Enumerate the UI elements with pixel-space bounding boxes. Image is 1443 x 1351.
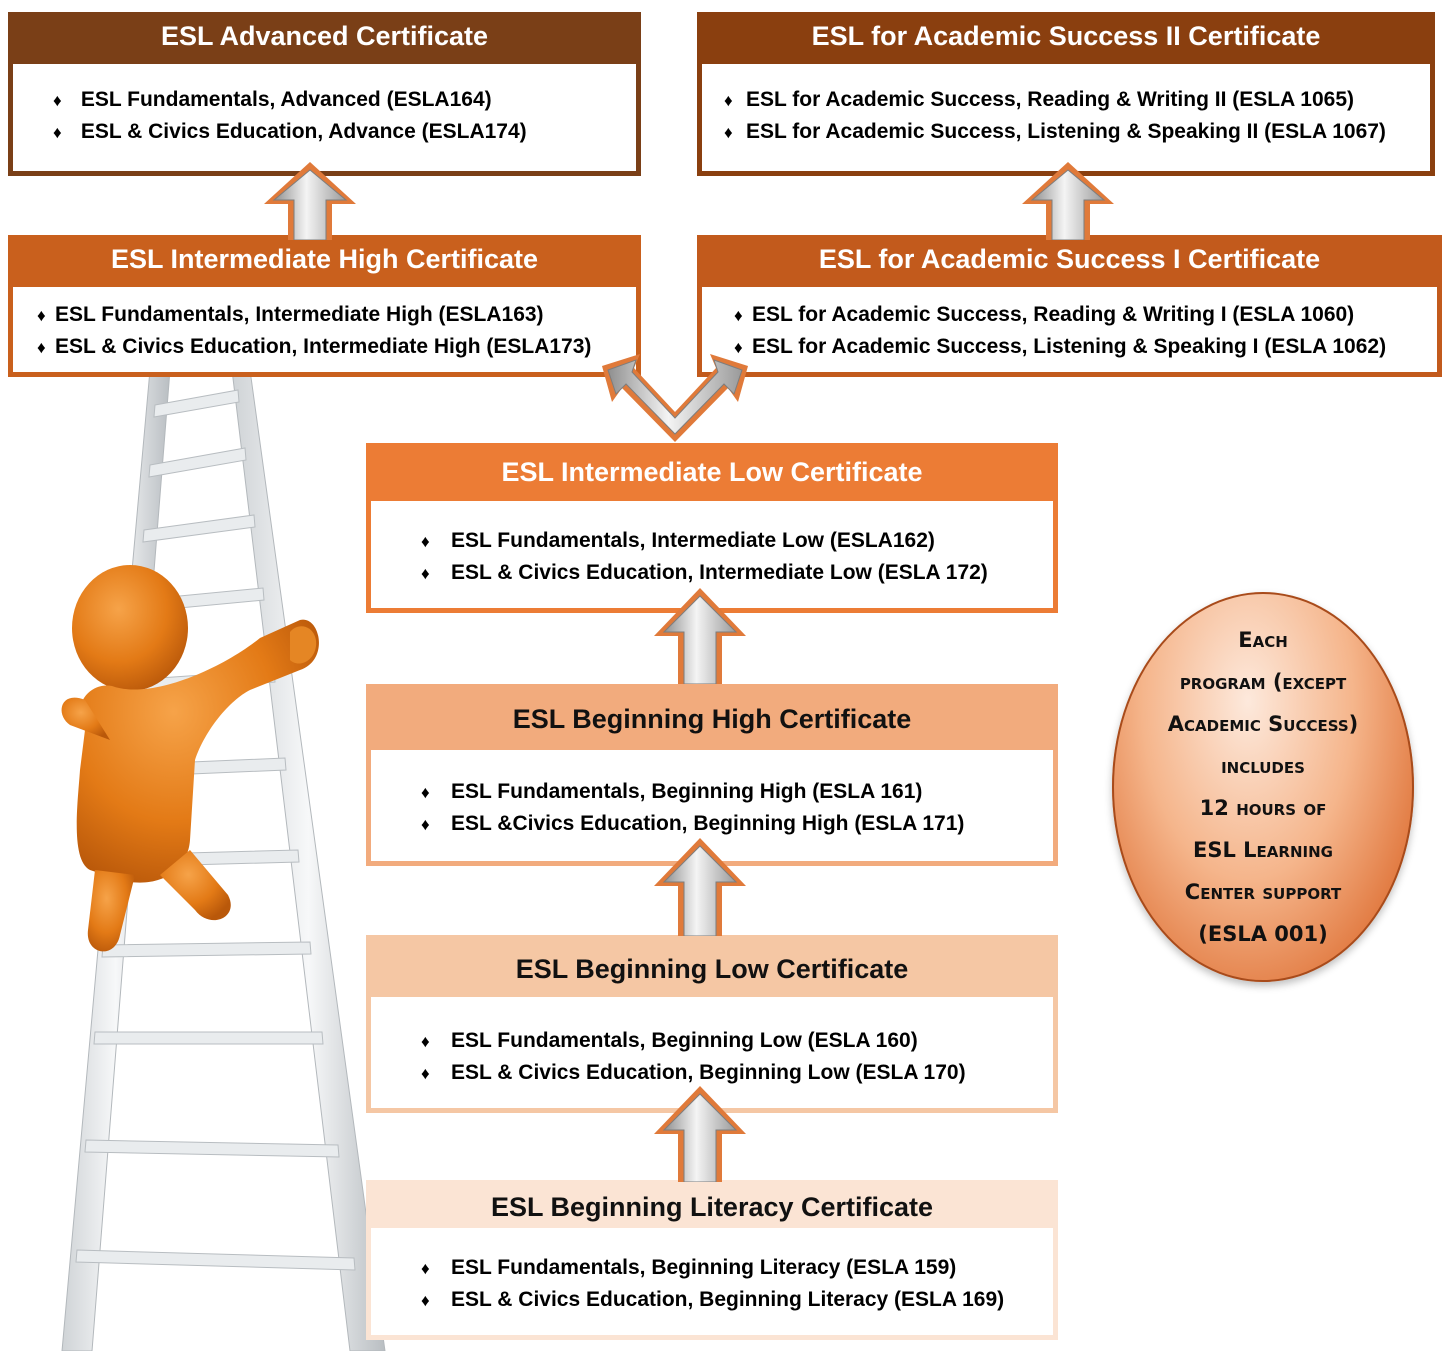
note-line: (ESLA 001) [1198, 922, 1328, 946]
diamond-bullet-icon: ♦ [53, 91, 62, 110]
course-list: ♦ESL for Academic Success, Reading & Wri… [702, 64, 1430, 148]
certificate-title: ESL Beginning High Certificate [371, 684, 1053, 750]
course-item: ♦ESL Fundamentals, Intermediate Low (ESL… [421, 525, 1053, 557]
beginning-high-certificate-box: ESL Beginning High Certificate ♦ESL Fund… [366, 684, 1058, 866]
certificate-title: ESL Beginning Low Certificate [371, 935, 1053, 997]
course-item: ♦ESL Fundamentals, Intermediate High (ES… [37, 299, 636, 331]
course-list: ♦ESL Fundamentals, Intermediate Low (ESL… [371, 501, 1053, 589]
course-item: ♦ESL for Academic Success, Listening & S… [724, 116, 1430, 148]
diamond-bullet-icon: ♦ [734, 338, 743, 357]
certificate-title: ESL for Academic Success II Certificate [702, 12, 1430, 64]
course-item: ♦ESL & Civics Education, Intermediate Hi… [37, 331, 636, 363]
course-list: ♦ESL Fundamentals, Beginning Low (ESLA 1… [371, 997, 1053, 1089]
up-arrow-icon [654, 838, 746, 936]
diamond-bullet-icon: ♦ [421, 1291, 430, 1310]
fork-arrow-icon [602, 354, 748, 442]
course-list: ♦ESL Fundamentals, Beginning High (ESLA … [371, 750, 1053, 840]
note-line: Academic Success) [1167, 712, 1359, 736]
course-item: ♦ESL Fundamentals, Beginning High (ESLA … [421, 776, 1053, 808]
note-line: ESL Learning [1193, 838, 1333, 862]
certificate-title: ESL Intermediate High Certificate [13, 235, 636, 287]
course-list: ♦ESL Fundamentals, Beginning Literacy (E… [371, 1228, 1053, 1316]
diamond-bullet-icon: ♦ [421, 1064, 430, 1083]
course-item: ♦ESL & Civics Education, Beginning Low (… [421, 1057, 1053, 1089]
up-arrow-icon [654, 588, 746, 684]
course-list: ♦ESL for Academic Success, Reading & Wri… [702, 287, 1437, 363]
diamond-bullet-icon: ♦ [421, 783, 430, 802]
course-item: ♦ESL &Civics Education, Beginning High (… [421, 808, 1053, 840]
course-item: ♦ESL for Academic Success, Reading & Wri… [734, 299, 1437, 331]
course-item: ♦ ESL Fundamentals, Advanced (ESLA164) [53, 84, 636, 116]
advanced-certificate-box: ESL Advanced Certificate ♦ ESL Fundament… [8, 12, 641, 176]
intermediate-high-certificate-box: ESL Intermediate High Certificate ♦ESL F… [8, 235, 641, 377]
course-item: ♦ESL for Academic Success, Listening & S… [734, 331, 1437, 363]
up-arrow-icon [1022, 162, 1114, 240]
beginning-literacy-certificate-box: ESL Beginning Literacy Certificate ♦ESL … [366, 1180, 1058, 1340]
ladder-climber-illustration [61, 370, 386, 1351]
up-arrow-icon [654, 1086, 746, 1182]
learning-center-note: Each program (except Academic Success) i… [1112, 592, 1414, 982]
note-line: Center support [1184, 880, 1342, 904]
academic-success-1-certificate-box: ESL for Academic Success I Certificate ♦… [697, 235, 1442, 377]
climber-figure [61, 565, 319, 952]
diamond-bullet-icon: ♦ [37, 338, 46, 357]
note-line: program (except [1179, 670, 1347, 694]
diamond-bullet-icon: ♦ [734, 306, 743, 325]
course-item: ♦ ESL & Civics Education, Advance (ESLA1… [53, 116, 636, 148]
course-item: ♦ESL & Civics Education, Beginning Liter… [421, 1284, 1053, 1316]
diamond-bullet-icon: ♦ [421, 1259, 430, 1278]
diamond-bullet-icon: ♦ [724, 123, 733, 142]
course-item: ♦ESL & Civics Education, Intermediate Lo… [421, 557, 1053, 589]
diamond-bullet-icon: ♦ [37, 306, 46, 325]
course-list: ♦ESL Fundamentals, Intermediate High (ES… [13, 287, 636, 363]
diamond-bullet-icon: ♦ [421, 532, 430, 551]
note-line: 12 hours of [1199, 796, 1327, 820]
diamond-bullet-icon: ♦ [421, 564, 430, 583]
beginning-low-certificate-box: ESL Beginning Low Certificate ♦ESL Funda… [366, 935, 1058, 1113]
up-arrow-icon [264, 162, 356, 240]
certificate-title: ESL Advanced Certificate [13, 12, 636, 64]
certificate-title: ESL for Academic Success I Certificate [702, 235, 1437, 287]
diamond-bullet-icon: ♦ [421, 1032, 430, 1051]
course-item: ♦ESL for Academic Success, Reading & Wri… [724, 84, 1430, 116]
note-line: includes [1221, 754, 1305, 778]
diamond-bullet-icon: ♦ [724, 91, 733, 110]
academic-success-2-certificate-box: ESL for Academic Success II Certificate … [697, 12, 1435, 176]
course-list: ♦ ESL Fundamentals, Advanced (ESLA164) ♦… [13, 64, 636, 148]
certificate-title: ESL Intermediate Low Certificate [371, 443, 1053, 501]
diamond-bullet-icon: ♦ [53, 123, 62, 142]
course-item: ♦ESL Fundamentals, Beginning Literacy (E… [421, 1252, 1053, 1284]
course-item: ♦ESL Fundamentals, Beginning Low (ESLA 1… [421, 1025, 1053, 1057]
diamond-bullet-icon: ♦ [421, 815, 430, 834]
certificate-title: ESL Beginning Literacy Certificate [371, 1180, 1053, 1228]
note-line: Each [1238, 628, 1288, 652]
